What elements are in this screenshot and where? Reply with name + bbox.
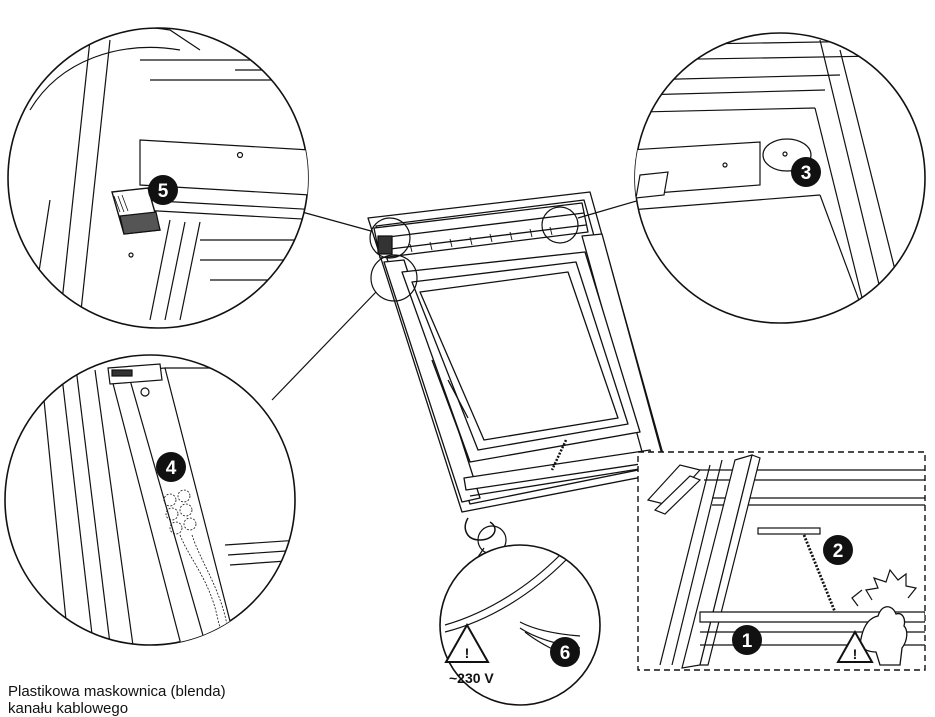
- warning-triangle-icon-box: !: [836, 629, 874, 663]
- roof-window: [367, 191, 669, 541]
- hand-icon: [859, 606, 908, 666]
- voltage-label: ~230 V: [449, 670, 494, 686]
- detail-top-right: [634, 32, 926, 324]
- badge-6: 6: [550, 637, 580, 667]
- svg-text:5: 5: [158, 181, 169, 202]
- badge-1: 1: [732, 625, 762, 655]
- caption-line-2: kanału kablowego: [8, 700, 129, 717]
- svg-text:4: 4: [166, 458, 177, 479]
- warning-triangle-icon: !: [444, 622, 490, 663]
- svg-text:6: 6: [560, 643, 571, 664]
- svg-text:!: !: [465, 645, 470, 661]
- svg-text:1: 1: [742, 631, 753, 652]
- svg-text:2: 2: [833, 541, 844, 562]
- caption-line-1: Plastikowa maskownica (blenda): [8, 683, 226, 700]
- detail-left: [4, 354, 296, 646]
- leader-lines: [271, 199, 641, 561]
- badge-2: 2: [823, 535, 853, 565]
- svg-text:!: !: [853, 646, 858, 662]
- svg-text:3: 3: [801, 163, 812, 184]
- reference-circles: [369, 206, 579, 555]
- detail-box: [637, 451, 926, 671]
- badge-4: 4: [156, 452, 186, 482]
- badge-3: 3: [791, 157, 821, 187]
- badge-5: 5: [148, 175, 178, 205]
- cable-icon: [444, 554, 561, 626]
